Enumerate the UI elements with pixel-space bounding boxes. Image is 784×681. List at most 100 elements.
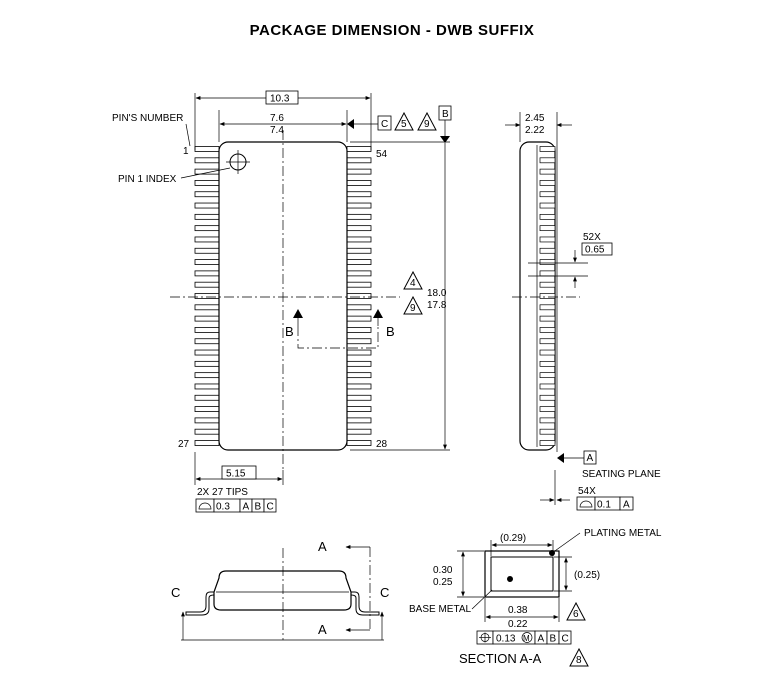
seating-plane-label: SEATING PLANE (582, 469, 661, 480)
right-lead (346, 360, 372, 367)
side-lead (539, 338, 556, 345)
side-lead (539, 259, 556, 265)
side-lead (539, 428, 556, 435)
body-width-min: 7.4 (270, 125, 284, 136)
side-thickness-min: 2.22 (525, 125, 545, 136)
left-lead (194, 247, 220, 254)
left-lead (194, 270, 220, 277)
right-lead (346, 327, 372, 333)
side-lead (539, 349, 556, 356)
side-lead (539, 440, 556, 446)
coplanarity-fcf: 0.1 A (576, 496, 634, 511)
section-width-max: 0.38 (508, 605, 528, 616)
side-c-left: C (171, 585, 180, 600)
right-lead (346, 293, 372, 299)
right-lead (346, 180, 372, 186)
right-lead (346, 406, 372, 412)
note-9-length: 9 (410, 303, 416, 314)
position-fcf-mod: M (523, 634, 530, 643)
side-lead (539, 372, 556, 379)
base-metal-hatch (490, 556, 554, 592)
right-lead-profile (350, 591, 380, 616)
section-thickness-min: 0.25 (433, 577, 453, 588)
section-right-dim: (0.25) (574, 570, 600, 581)
pin-54-label: 54 (376, 149, 388, 160)
side-lead (539, 406, 556, 412)
left-lead (194, 338, 220, 345)
tips-fcf-d3: C (267, 502, 274, 513)
note-9-triangle (417, 111, 437, 131)
left-lead (194, 281, 220, 288)
right-lead (346, 157, 372, 164)
position-fcf-tol: 0.13 (496, 634, 516, 645)
right-lead (346, 146, 372, 152)
pin-28-label: 28 (376, 439, 388, 450)
datum-b: B (442, 109, 449, 120)
section-a-top: A (318, 539, 327, 554)
end-body (213, 570, 352, 611)
side-lead (539, 327, 556, 333)
right-lead (346, 236, 372, 243)
page-title: PACKAGE DIMENSION - DWB SUFFIX (249, 22, 535, 39)
note-9-length-triangle (403, 295, 423, 315)
coplanarity-d1: A (623, 500, 630, 511)
left-lead (194, 349, 220, 356)
side-lead (539, 417, 556, 424)
tips-fcf-tol: 0.3 (216, 502, 230, 513)
left-lead (194, 417, 220, 424)
left-lead (194, 157, 220, 164)
left-lead (194, 146, 220, 152)
tip-width-dim: 5.15 (226, 469, 246, 480)
side-lead (539, 247, 556, 254)
side-lead (539, 146, 556, 152)
coplanarity-tol: 0.1 (597, 500, 611, 511)
right-lead (346, 247, 372, 254)
right-lead (346, 281, 372, 288)
left-lead (194, 406, 220, 412)
side-lead (539, 281, 556, 288)
side-thickness-max: 2.45 (525, 113, 545, 124)
note-4-length: 4 (410, 278, 416, 289)
datum-c: C (381, 119, 388, 130)
side-lead (539, 236, 556, 243)
left-lead (194, 225, 220, 232)
note-8-triangle (569, 647, 589, 667)
right-lead (346, 191, 372, 198)
left-lead (194, 180, 220, 186)
note-5: 5 (401, 119, 407, 130)
length-max: 18.0 (427, 288, 447, 299)
section-a-bottom: A (318, 622, 327, 637)
right-lead (346, 417, 372, 424)
plating-outer (484, 550, 560, 598)
tips-fcf: 0.3 A B C (195, 498, 277, 513)
right-lead (346, 440, 372, 446)
section-thickness-max: 0.30 (433, 565, 453, 576)
length-min: 17.8 (427, 300, 447, 311)
tips-fcf-d1: A (243, 502, 250, 513)
left-lead (194, 213, 220, 220)
pin-27-label: 27 (178, 439, 190, 450)
side-lead (539, 180, 556, 186)
plating-metal-label: PLATING METAL (584, 528, 662, 539)
position-fcf-d3: C (562, 634, 569, 645)
right-lead (346, 349, 372, 356)
side-lead (539, 191, 556, 198)
body-width-max: 7.6 (270, 113, 284, 124)
section-top-dim: (0.29) (500, 533, 526, 544)
section-view: (0.29) PLATING METAL 0.30 0.25 (0.25) BA… (409, 528, 662, 667)
left-lead (194, 372, 220, 379)
right-leads (346, 146, 372, 446)
left-lead (194, 168, 220, 175)
right-lead (346, 270, 372, 277)
right-lead (346, 315, 372, 322)
position-fcf: 0.13 M A B C (476, 630, 572, 645)
section-b-right: B (386, 324, 395, 339)
left-lead (194, 202, 220, 209)
tips-label: 2X 27 TIPS (197, 487, 248, 498)
left-lead (194, 191, 220, 198)
right-lead (346, 213, 372, 220)
left-lead (194, 383, 220, 390)
pitch-dim: 0.65 (585, 245, 605, 256)
left-lead (194, 394, 220, 401)
side-lead (539, 315, 556, 322)
